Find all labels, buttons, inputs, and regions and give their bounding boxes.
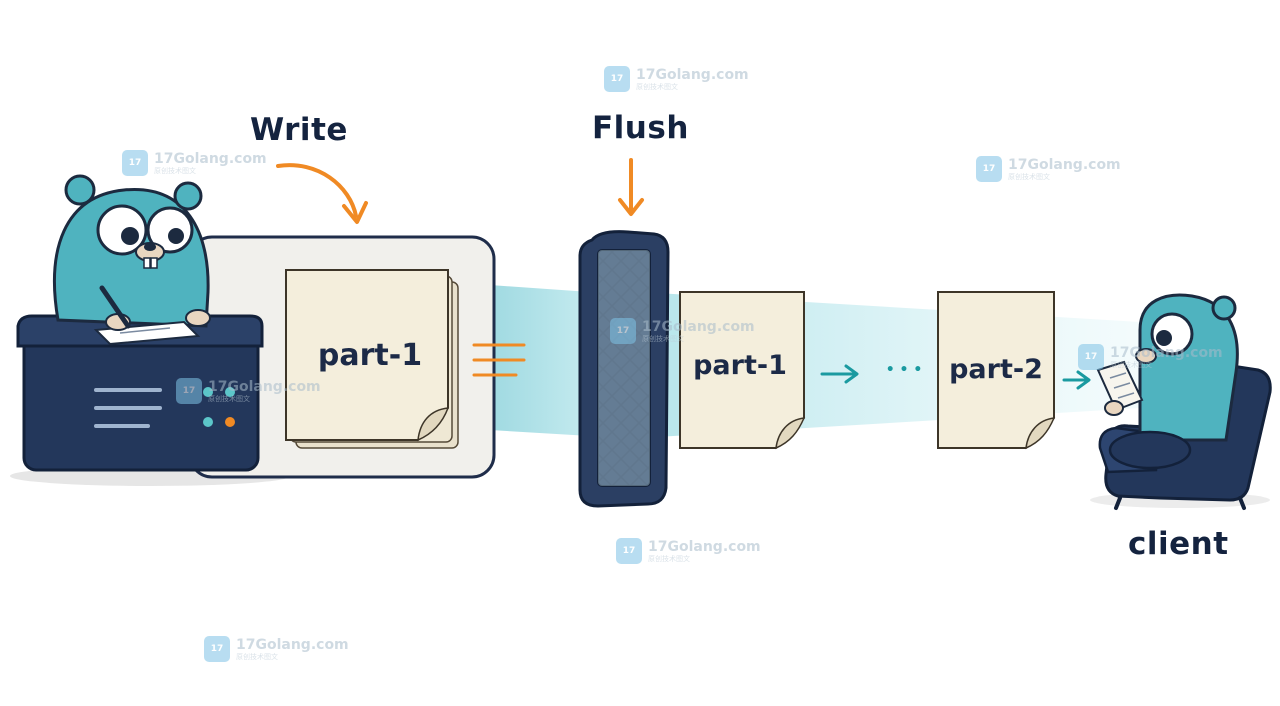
flush-label: Flush <box>592 110 689 146</box>
flush-arrowhead-icon <box>618 198 644 216</box>
arrow-icon <box>820 364 859 384</box>
write-arrowhead-icon <box>342 201 368 224</box>
gopher-reader-icon <box>1096 293 1239 470</box>
write-arrow-icon <box>276 163 358 218</box>
write-label: Write <box>250 112 348 148</box>
gopher-writer-icon <box>53 174 211 346</box>
flush-mesh-icon <box>578 230 670 508</box>
buffer-paper-stack <box>285 269 459 449</box>
stream-paper-2 <box>937 291 1056 450</box>
stream-paper-1 <box>679 291 806 450</box>
stream-paper-1-label: part-1 <box>693 350 787 381</box>
ellipsis-label: • • • <box>885 362 923 378</box>
arrow-icon <box>1062 370 1091 390</box>
buffer-paper-label: part-1 <box>317 338 423 373</box>
stream-paper-2-label: part-2 <box>949 354 1043 385</box>
flow-lines-icon <box>472 343 526 377</box>
client-label: client <box>1128 526 1229 562</box>
stream-beam <box>490 285 590 436</box>
